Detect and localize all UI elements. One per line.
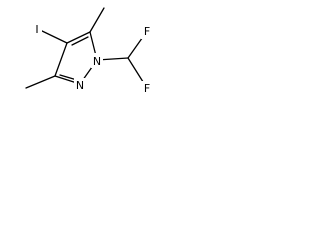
atom-n2: N (76, 79, 84, 92)
bond-c5-methyl (89, 7, 105, 33)
molecule-diagram: I N N F F (0, 0, 166, 120)
bond-ch-f-bottom (127, 57, 146, 86)
bond-c3-methyl (25, 75, 56, 89)
atom-n1: N (93, 55, 101, 68)
atom-fluorine-top: F (144, 25, 150, 38)
bond-c4-c5 (66, 31, 91, 44)
bond-c3-c4 (54, 42, 68, 77)
atom-fluorine-bottom: F (144, 82, 150, 95)
bond-c4-iodine (39, 29, 68, 44)
double-bond-c4-c5 (71, 36, 89, 46)
structure-svg: I N N F F (25, 7, 153, 96)
atom-iodine: I (35, 23, 38, 36)
